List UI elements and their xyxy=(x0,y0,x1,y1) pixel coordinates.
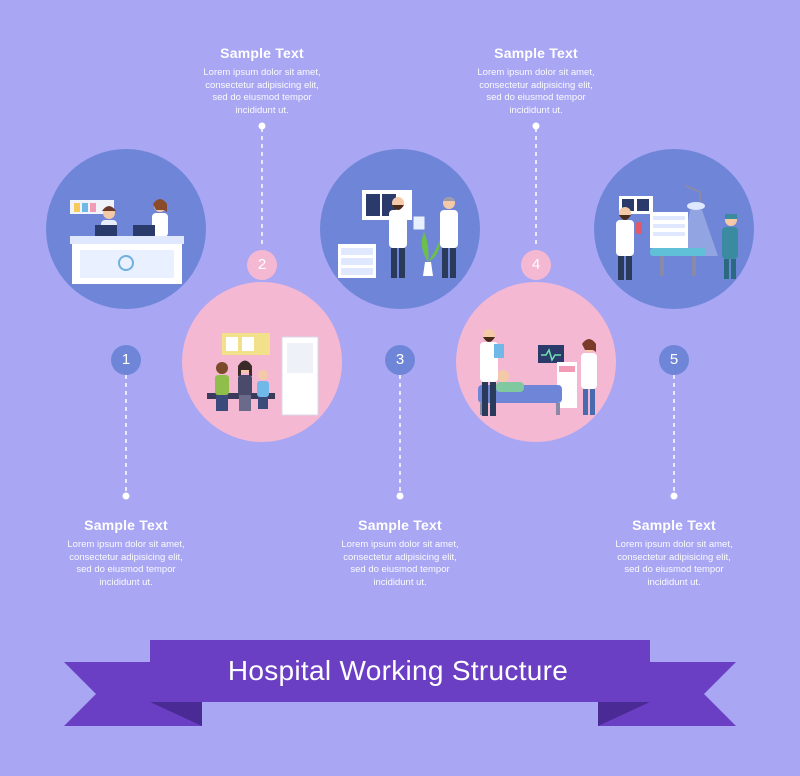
step-1-heading: Sample Text xyxy=(84,517,168,533)
step-1-text: Sample Text Lorem ipsum dolor sit amet, … xyxy=(31,517,221,589)
step-1-body: Lorem ipsum dolor sit amet, consectetur … xyxy=(67,539,185,588)
step-3-body: Lorem ipsum dolor sit amet, consectetur … xyxy=(341,539,459,588)
step-1-number: 1 xyxy=(111,345,141,375)
step-2-number: 2 xyxy=(247,250,277,280)
step-2-body: Lorem ipsum dolor sit amet, consectetur … xyxy=(203,67,321,116)
connector-dots xyxy=(122,122,678,500)
step-3-heading: Sample Text xyxy=(358,517,442,533)
ward-scene xyxy=(456,282,616,442)
reception-scene xyxy=(46,149,206,309)
step-4-text: Sample Text Lorem ipsum dolor sit amet, … xyxy=(441,45,631,117)
step-4-body: Lorem ipsum dolor sit amet, consectetur … xyxy=(477,67,595,116)
step-5-body: Lorem ipsum dolor sit amet, consectetur … xyxy=(615,539,733,588)
waiting-room-scene xyxy=(182,282,342,442)
consultation-scene xyxy=(320,149,480,309)
step-2-heading: Sample Text xyxy=(220,45,304,61)
step-3-text: Sample Text Lorem ipsum dolor sit amet, … xyxy=(305,517,495,589)
step-5-heading: Sample Text xyxy=(632,517,716,533)
page-title: Hospital Working Structure xyxy=(227,655,569,686)
connector-lines xyxy=(125,128,675,494)
step-4-heading: Sample Text xyxy=(494,45,578,61)
step-4-number: 4 xyxy=(521,250,551,280)
step-5-number: 5 xyxy=(659,345,689,375)
step-3-number: 3 xyxy=(385,345,415,375)
step-5-text: Sample Text Lorem ipsum dolor sit amet, … xyxy=(579,517,769,589)
operating-room-scene xyxy=(594,149,754,309)
title-ribbon xyxy=(64,640,736,726)
step-2-text: Sample Text Lorem ipsum dolor sit amet, … xyxy=(167,45,357,117)
